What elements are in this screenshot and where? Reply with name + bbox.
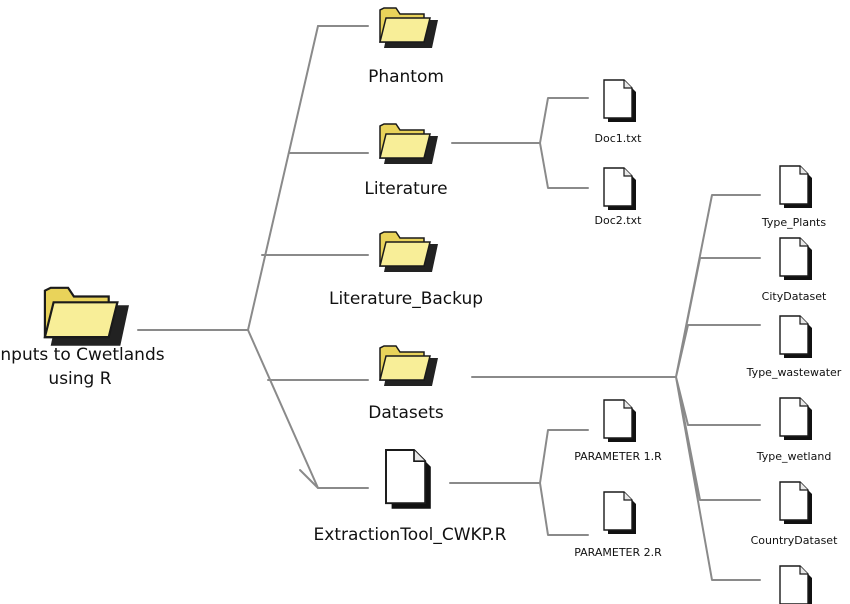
file-label: Doc1.txt: [595, 132, 643, 145]
file-node-partial[interactable]: [779, 565, 813, 604]
branch-datasets-files: [471, 194, 761, 581]
file-node-type-plants[interactable]: Type_Plants: [761, 165, 826, 229]
branch-extraction-files: [449, 429, 589, 536]
file-icon: [779, 315, 813, 359]
folder-icon: [379, 231, 439, 273]
file-icon: [779, 165, 813, 209]
file-node-city-dataset[interactable]: CityDataset: [762, 237, 827, 303]
file-label: Type_wastewater: [746, 366, 842, 379]
folder-icon: [379, 123, 439, 165]
file-label: PARAMETER 1.R: [574, 450, 662, 463]
file-node-parameter2[interactable]: PARAMETER 2.R: [574, 491, 662, 559]
file-node-doc2[interactable]: Doc2.txt: [595, 167, 643, 227]
file-label: PARAMETER 2.R: [574, 546, 662, 559]
connectors: [137, 25, 761, 581]
tree-node-datasets[interactable]: Datasets: [368, 345, 444, 423]
file-label: Doc2.txt: [595, 214, 643, 227]
file-label: Type_wetland: [756, 450, 832, 463]
file-icon: [603, 491, 637, 535]
file-icon: [603, 167, 637, 211]
node-label: Datasets: [368, 403, 444, 423]
root-folder-icon: [43, 286, 131, 347]
file-icon: [779, 397, 813, 441]
tree-node-literature-backup[interactable]: Literature_Backup: [329, 231, 483, 309]
file-label: CityDataset: [762, 290, 827, 303]
main-trunk: [247, 25, 319, 489]
branch-literature-files: [451, 97, 589, 189]
file-node-country-dataset[interactable]: CountryDataset: [751, 481, 838, 547]
root-label-line2: using R: [48, 369, 111, 389]
file-label: CountryDataset: [751, 534, 838, 547]
file-node-type-wetland[interactable]: Type_wetland: [756, 397, 832, 463]
node-label: Literature_Backup: [329, 289, 483, 309]
branch-extraction: [299, 469, 369, 489]
node-label: Literature: [364, 179, 447, 199]
file-node-parameter1[interactable]: PARAMETER 1.R: [574, 399, 662, 463]
tree-node-literature[interactable]: Literature: [364, 123, 448, 199]
file-icon: [385, 449, 432, 510]
root-label-line1: Inputs to Cwetlands: [0, 345, 165, 365]
tree-node-phantom[interactable]: Phantom: [368, 7, 444, 87]
file-node-doc1[interactable]: Doc1.txt: [595, 79, 643, 145]
root-node[interactable]: Inputs to Cwetlands using R: [0, 286, 165, 389]
file-icon: [779, 565, 813, 604]
file-icon: [779, 481, 813, 525]
folder-icon: [379, 7, 439, 49]
file-node-type-wastewater[interactable]: Type_wastewater: [746, 315, 842, 379]
file-icon: [603, 79, 637, 123]
node-label: ExtractionTool_CWKP.R: [314, 525, 507, 545]
folder-icon: [379, 345, 439, 387]
file-label: Type_Plants: [761, 216, 826, 229]
file-icon: [779, 237, 813, 281]
node-label: Phantom: [368, 67, 444, 87]
file-icon: [603, 399, 637, 443]
tree-node-extraction-tool[interactable]: ExtractionTool_CWKP.R: [314, 449, 507, 545]
